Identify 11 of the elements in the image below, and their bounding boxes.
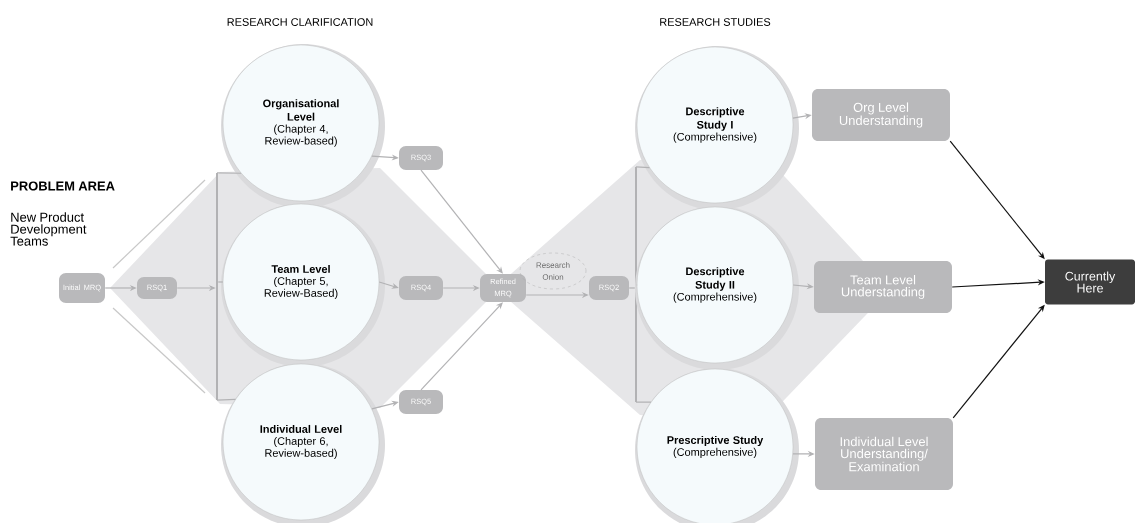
problem-area-heading: PROBLEM AREA [11, 181, 115, 191]
section-heading: RESEARCH STUDIES [660, 18, 771, 26]
problem-area-text: New Product Development Teams [10, 212, 87, 246]
bracket-line [635, 167, 637, 402]
arrow [420, 302, 503, 391]
outcome-box: Individual Level Understanding/ Examination [815, 418, 953, 490]
outcome-box: Org Level Understanding [812, 89, 950, 141]
status-box: Currently Here [1045, 259, 1135, 305]
outcome-box: Team Level Understanding [814, 261, 952, 313]
arrow [420, 169, 503, 274]
section-heading: RESEARCH CLARIFICATION [227, 18, 373, 26]
